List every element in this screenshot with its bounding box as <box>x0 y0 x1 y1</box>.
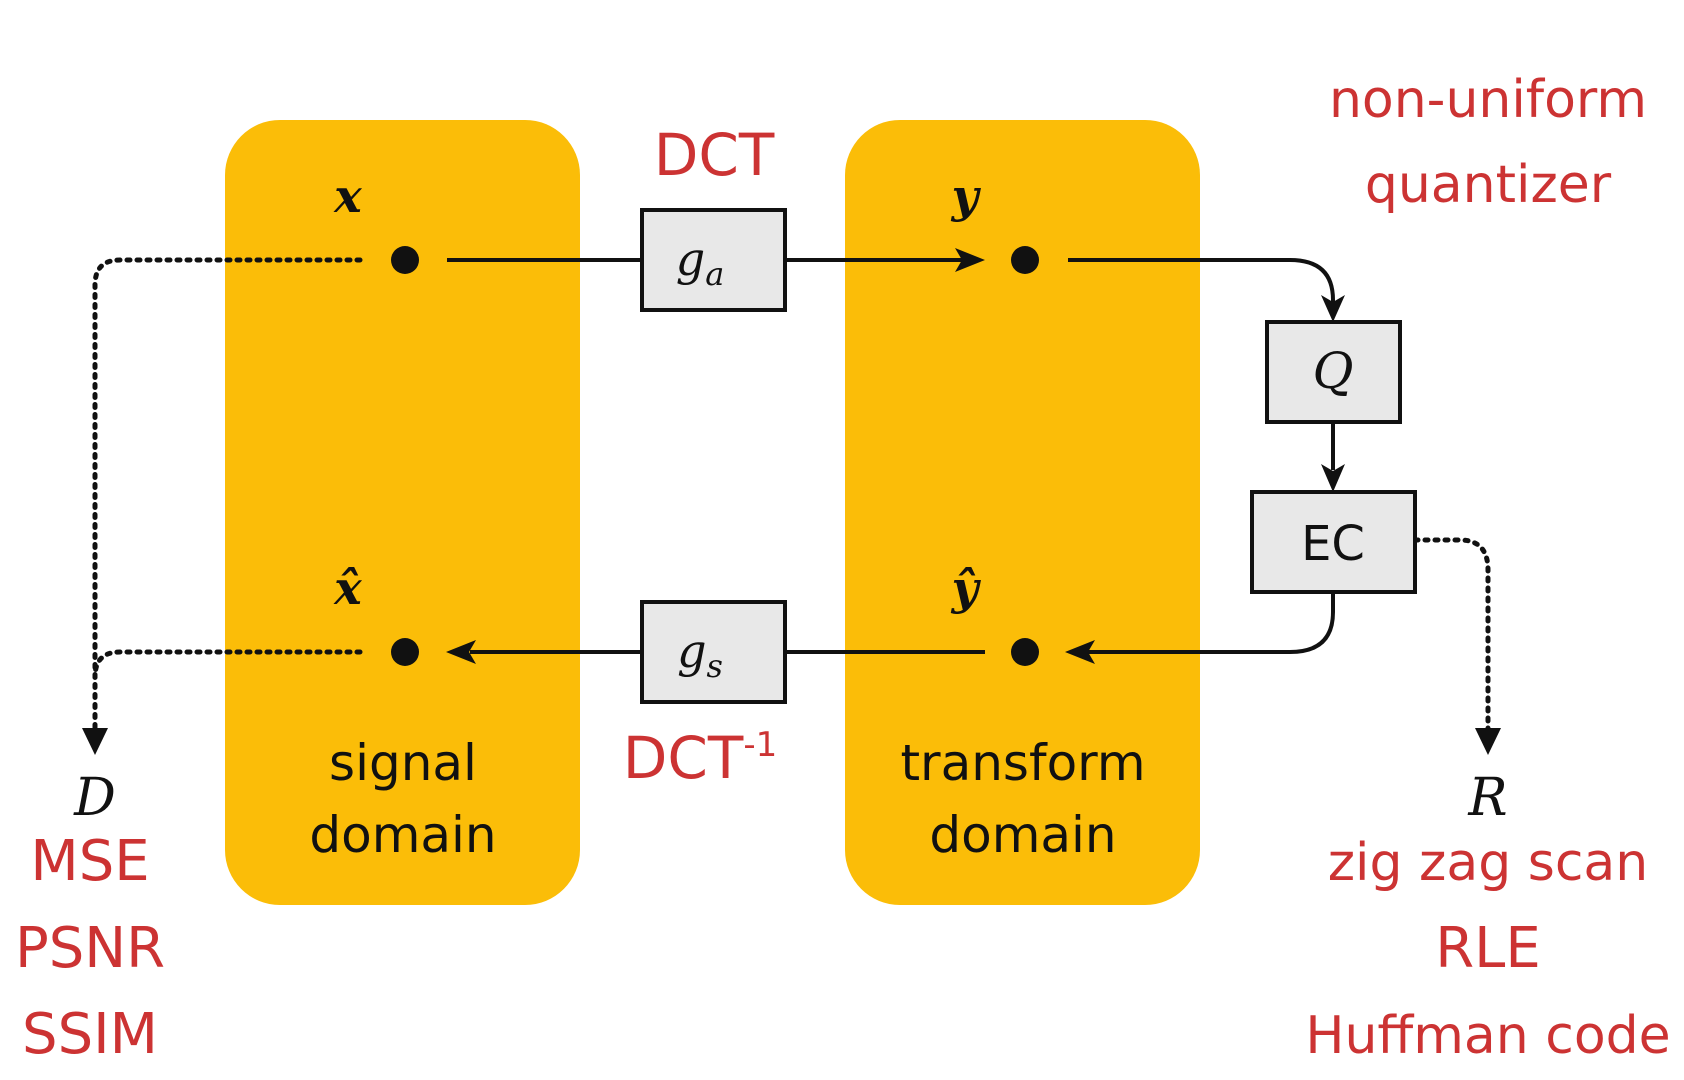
analysis-base: g <box>676 232 705 286</box>
quantizer-box: Q <box>1265 320 1402 424</box>
metric-ssim: SSIM <box>22 1002 158 1067</box>
signal-domain-line2: domain <box>309 806 496 864</box>
synthesis-sub: s <box>707 647 723 685</box>
node-x-dot <box>391 246 419 274</box>
signal-domain-line1: signal <box>329 734 477 792</box>
synthesis-base: g <box>677 624 706 678</box>
q-to-ec-arrowhead <box>1321 464 1345 492</box>
ec-to-yhat-line <box>1085 592 1335 654</box>
transform-domain-line1: transform <box>900 734 1145 792</box>
gs-to-xhat-arrowhead <box>446 640 476 664</box>
dct-label: DCT <box>654 121 775 189</box>
node-xhat-label: x̂ <box>333 561 362 615</box>
quantizer-label: Q <box>1313 342 1354 400</box>
metric-psnr: PSNR <box>15 916 165 981</box>
entropy-coder-label: EC <box>1301 516 1365 572</box>
rate-huffman: Huffman code <box>1305 1006 1670 1066</box>
quantizer-note-line1: non-uniform <box>1329 70 1647 130</box>
idct-base: DCT <box>623 724 744 792</box>
analysis-transform-box: ga <box>640 208 787 312</box>
node-yhat-dot <box>1011 638 1039 666</box>
idct-sup: -1 <box>743 725 777 765</box>
node-x-label: x <box>333 169 362 223</box>
node-y-dot <box>1011 246 1039 274</box>
node-xhat-dot <box>391 638 419 666</box>
y-to-q-arrowhead <box>1321 295 1345 322</box>
rate-path <box>1412 537 1491 743</box>
distortion-path-bottom <box>92 649 363 680</box>
transform-domain-line2: domain <box>929 806 1116 864</box>
ga-to-y-arrowhead <box>955 248 985 272</box>
entropy-coder-box: EC <box>1250 490 1417 594</box>
svg-text:ga: ga <box>676 232 725 293</box>
rate-rle: RLE <box>1435 916 1541 981</box>
y-to-q-line <box>1068 258 1335 305</box>
ec-to-yhat-arrowhead <box>1065 640 1095 664</box>
rate-zigzag: zig zag scan <box>1328 833 1648 893</box>
signal-domain-panel <box>225 120 580 905</box>
distortion-symbol: D <box>73 768 116 828</box>
rate-symbol: R <box>1467 768 1507 828</box>
node-yhat-label: ŷ <box>951 561 982 615</box>
metric-mse: MSE <box>30 829 149 894</box>
rate-arrowhead <box>1475 728 1501 755</box>
node-y-label: y <box>951 169 982 223</box>
svg-text:gs: gs <box>677 624 723 685</box>
quantizer-note-line2: quantizer <box>1365 155 1612 215</box>
distortion-path-top <box>92 257 363 748</box>
analysis-sub: a <box>705 255 724 293</box>
idct-label: DCT-1 <box>623 724 778 792</box>
transform-domain-panel <box>845 120 1200 905</box>
synthesis-transform-box: gs <box>640 600 787 704</box>
distortion-arrowhead <box>82 728 108 755</box>
